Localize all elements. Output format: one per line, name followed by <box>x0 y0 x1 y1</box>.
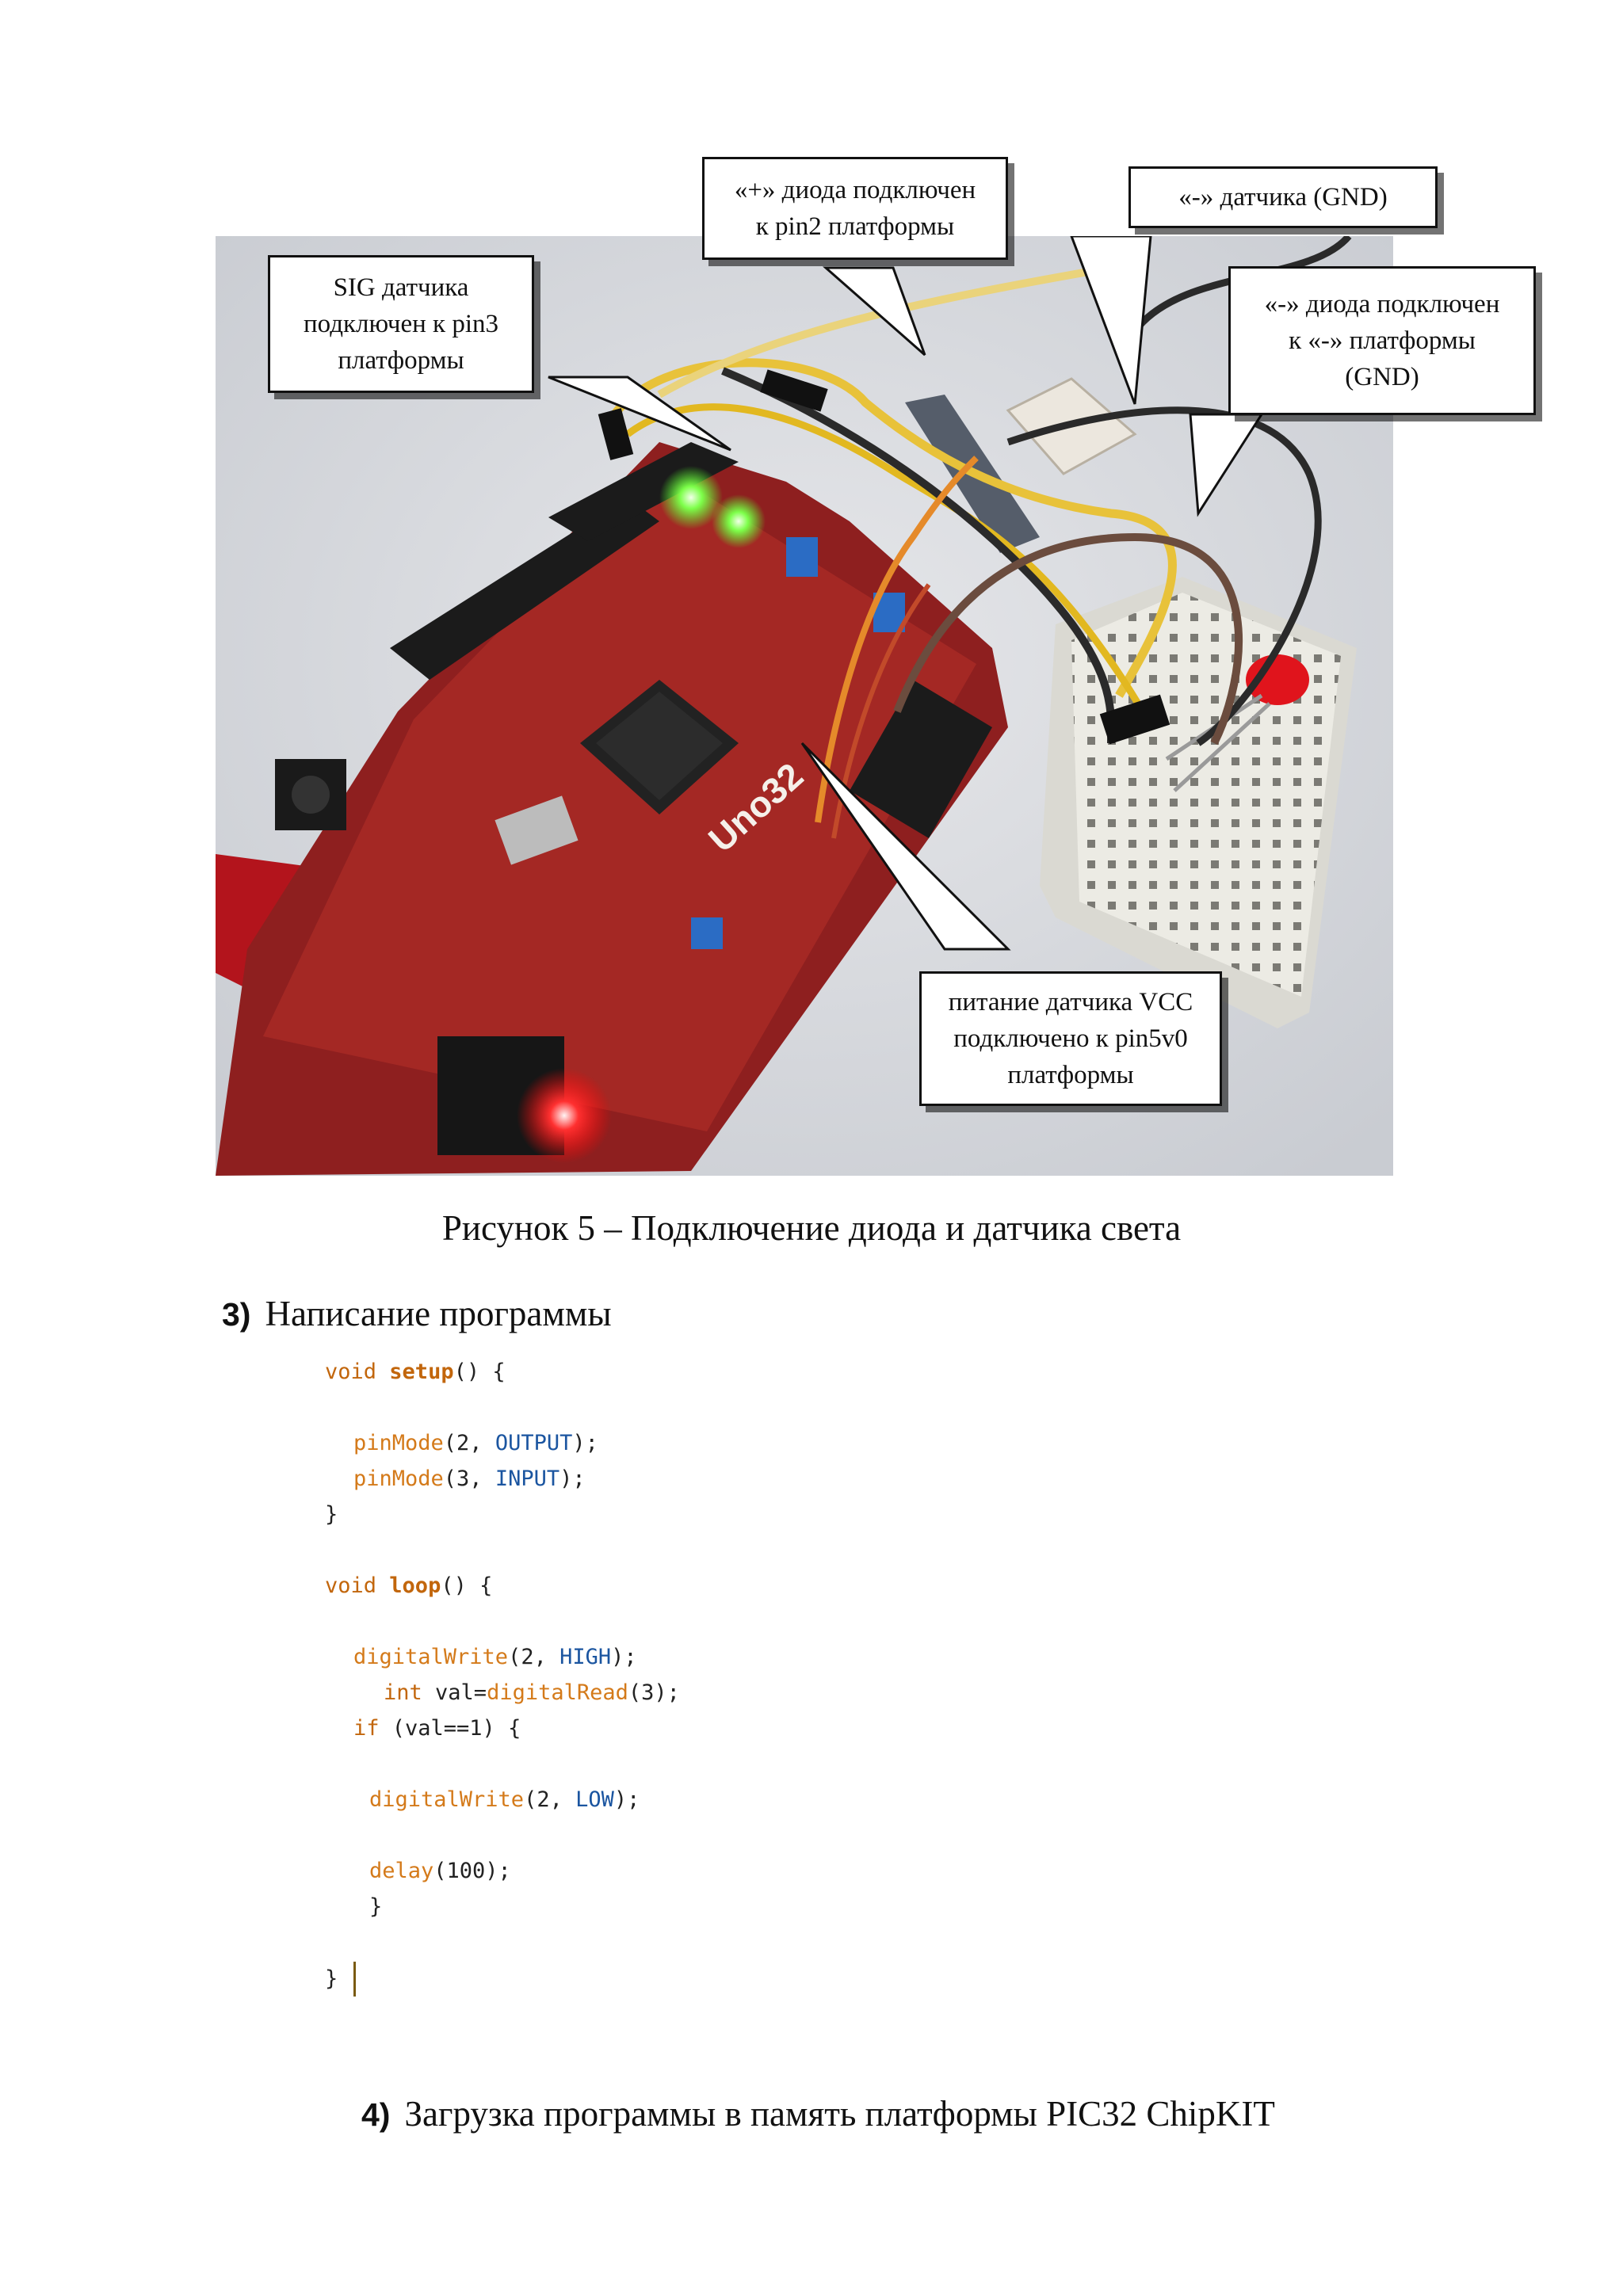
code-token <box>376 1360 389 1384</box>
power-led-glow <box>517 1068 612 1163</box>
code-line: pinMode(3, INPUT); <box>353 1463 586 1495</box>
code-line: int val=digitalRead(3); <box>384 1677 680 1709</box>
callout-gnd-sensor: «-» датчика (GND) <box>1128 166 1438 228</box>
code-token: setup <box>389 1360 454 1384</box>
callout-minus-diode-line: к «-» платформы <box>1289 326 1476 355</box>
code-token: } <box>325 1966 338 1991</box>
code-token: (2, <box>524 1787 576 1812</box>
section-heading-4: 4) Загрузка программы в память платформы … <box>361 2090 1275 2138</box>
code-line: } <box>325 1963 338 1995</box>
section-title: Написание программы <box>265 1294 612 1333</box>
code-token: (3); <box>628 1680 680 1705</box>
callout-plus-line: к pin2 платформы <box>755 212 955 241</box>
code-token: (100); <box>433 1859 511 1883</box>
code-token: digitalWrite <box>353 1645 509 1669</box>
photo-illustration: Uno32 <box>216 236 1393 1176</box>
code-token: digitalRead <box>487 1680 628 1705</box>
code-token: ); <box>613 1787 640 1812</box>
figure-caption: Рисунок 5 – Подключение диода и датчика … <box>441 1208 1182 1248</box>
code-token: (2, <box>508 1645 560 1669</box>
section-heading-3: 3) Написание программы <box>222 1290 612 1338</box>
code-token: pinMode <box>353 1431 444 1455</box>
code-token: void <box>325 1573 377 1598</box>
callout-sig-line: подключен к pin3 <box>303 310 498 338</box>
code-token: HIGH <box>559 1645 612 1669</box>
callout-vcc-line: питание датчика VCC <box>948 988 1193 1016</box>
code-token: (3, <box>443 1466 495 1491</box>
code-token: if <box>353 1716 380 1741</box>
code-token <box>376 1573 389 1598</box>
code-line: void loop() { <box>325 1570 492 1602</box>
section-number: 4) <box>361 2096 391 2133</box>
code-token: } <box>369 1894 383 1919</box>
code-token: () { <box>453 1360 506 1384</box>
code-token: val= <box>422 1680 487 1705</box>
code-line: delay(100); <box>369 1855 511 1887</box>
callout-vcc-line: подключено к pin5v0 <box>953 1024 1188 1053</box>
callout-minus-diode: «-» диода подключен к «-» платформы (GND… <box>1228 266 1536 415</box>
callout-minus-diode-line: «-» диода подключен <box>1264 290 1500 318</box>
callout-sig: SIG датчика подключен к pin3 платформы <box>268 255 534 393</box>
code-token: ); <box>559 1466 586 1491</box>
section-number: 3) <box>222 1296 251 1333</box>
code-token: loop <box>389 1573 441 1598</box>
code-line: digitalWrite(2, HIGH); <box>353 1642 637 1673</box>
code-token: LOW <box>575 1787 614 1812</box>
code-token: pinMode <box>353 1466 444 1491</box>
section-title: Загрузка программы в память платформы PI… <box>404 2094 1275 2134</box>
text-cursor <box>353 1962 356 1997</box>
callout-vcc: питание датчика VCC подключено к pin5v0 … <box>919 971 1222 1106</box>
code-token: (2, <box>443 1431 495 1455</box>
code-token: INPUT <box>495 1466 560 1491</box>
wiring-photo: Uno32 <box>216 236 1393 1176</box>
red-diode <box>1246 654 1309 705</box>
code-token: () { <box>441 1573 493 1598</box>
code-line: } <box>369 1891 382 1923</box>
code-token: } <box>325 1502 338 1527</box>
callout-plus: «+» диода подключен к pin2 платформы <box>702 157 1008 260</box>
code-token: digitalWrite <box>369 1787 525 1812</box>
code-token: (val==1) { <box>379 1716 521 1741</box>
code-token: ); <box>611 1645 637 1669</box>
code-token: int <box>384 1680 422 1705</box>
code-line: pinMode(2, OUTPUT); <box>353 1428 598 1459</box>
code-token: OUTPUT <box>495 1431 573 1455</box>
callout-gnd-sensor-line: «-» датчика (GND) <box>1178 183 1388 212</box>
code-token: ); <box>572 1431 598 1455</box>
callout-sig-line: платформы <box>338 346 464 375</box>
callout-vcc-line: платформы <box>1007 1061 1134 1089</box>
callout-plus-line: «+» диода подключен <box>734 176 976 204</box>
code-line: } <box>325 1499 338 1531</box>
callout-sig-line: SIG датчика <box>333 273 469 302</box>
code-line: digitalWrite(2, LOW); <box>369 1784 640 1816</box>
code-line: void setup() { <box>325 1356 506 1388</box>
code-token: void <box>325 1360 377 1384</box>
callout-minus-diode-line: (GND) <box>1345 363 1419 391</box>
code-token: delay <box>369 1859 434 1883</box>
code-line: if (val==1) { <box>353 1713 521 1745</box>
